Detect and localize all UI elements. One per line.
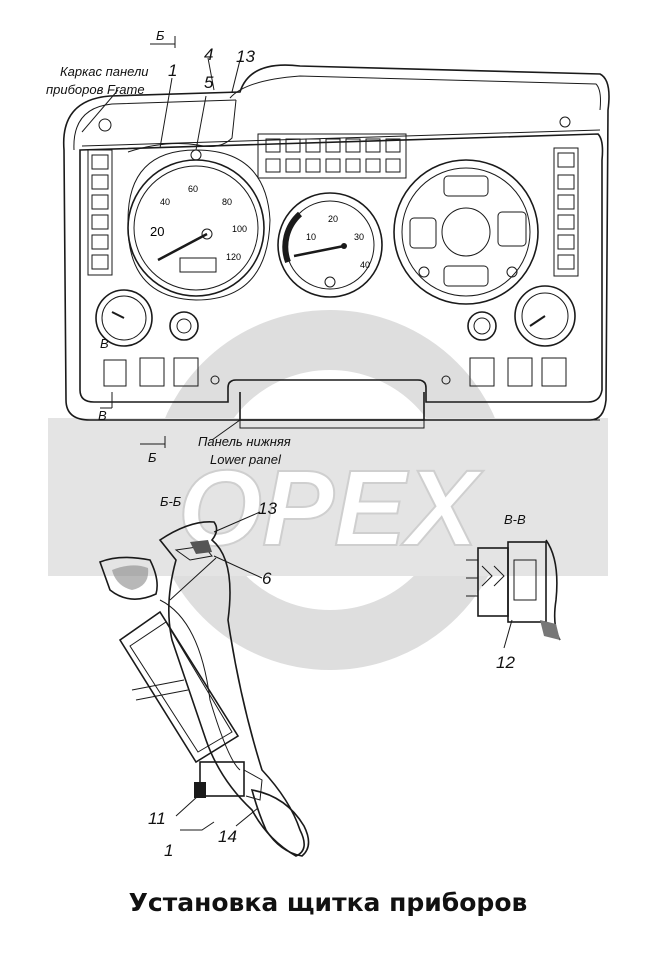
speed-tick-120: 120 (226, 252, 241, 262)
callout-13-top: 13 (236, 47, 255, 66)
warning-lamp-block (257, 133, 407, 179)
section-mark-b-top: Б (156, 28, 165, 43)
dashboard-view: 20 40 60 80 100 120 10 20 30 40 (62, 36, 610, 448)
left-switch-column (87, 149, 113, 276)
section-mark-v-top: В (100, 336, 109, 351)
speed-tick-40: 40 (160, 197, 170, 207)
diagram-caption: Установка щитка приборов (128, 888, 528, 917)
right-small-gauge (514, 285, 576, 347)
instrument-bezel (79, 133, 604, 403)
instrument-panel-diagram: OPEX (46, 28, 610, 860)
tachometer-dial (277, 192, 383, 298)
panel-frame-inner (73, 75, 601, 151)
combination-gauge-housing (393, 159, 539, 305)
panel-frame (62, 64, 610, 421)
callout-11: 11 (148, 809, 166, 828)
callout-1-section: 1 (164, 841, 173, 860)
callout-6: 6 (262, 569, 272, 588)
callout-12: 12 (496, 653, 515, 672)
callout-5: 5 (204, 73, 214, 92)
section-vv-label: В-В (504, 512, 526, 527)
callout-13-section: 13 (258, 499, 277, 518)
tach-tick-30: 30 (354, 232, 364, 242)
combination-gauge (393, 159, 539, 305)
section-mark-b-bottom: Б (148, 450, 157, 465)
bottom-switch-row (103, 357, 567, 387)
lower-panel (239, 392, 425, 421)
panel-screw (190, 149, 202, 161)
lower-panel-label-ru: Панель нижняя (198, 434, 291, 449)
callout-1: 1 (168, 61, 177, 80)
section-bb-label: Б-Б (160, 494, 182, 509)
bb-frame-bracket (98, 556, 158, 600)
bb-mount-block (199, 761, 245, 797)
right-knob (467, 311, 497, 341)
callout-4: 4 (204, 45, 213, 64)
watermark-text: OPEX (178, 447, 484, 568)
bb-instrument-housing (118, 610, 240, 764)
left-small-gauge (95, 289, 153, 347)
frame-label-en: приборов Frame (46, 82, 145, 97)
section-vv-view (466, 539, 561, 649)
callout-14: 14 (218, 827, 237, 846)
speed-tick-20: 20 (150, 224, 164, 239)
tach-tick-20: 20 (328, 214, 338, 224)
section-bb-view (98, 511, 310, 857)
tachometer: 10 20 30 40 (277, 192, 383, 298)
tach-tick-10: 10 (306, 232, 316, 242)
bb-dashboard-profile (158, 521, 305, 857)
bb-lower-panel (250, 788, 310, 857)
left-knob (169, 311, 199, 341)
watermark: OPEX (48, 310, 608, 670)
speed-tick-60: 60 (188, 184, 198, 194)
frame-label-ru: Каркас панели (60, 64, 149, 79)
section-mark-v-bottom: В (98, 408, 107, 423)
tach-tick-40: 40 (360, 260, 370, 270)
right-switch-column (553, 147, 579, 277)
speed-tick-80: 80 (222, 197, 232, 207)
speedometer: 20 40 60 80 100 120 (127, 149, 271, 301)
lower-panel-label-en: Lower panel (210, 452, 282, 467)
speed-tick-100: 100 (232, 224, 247, 234)
